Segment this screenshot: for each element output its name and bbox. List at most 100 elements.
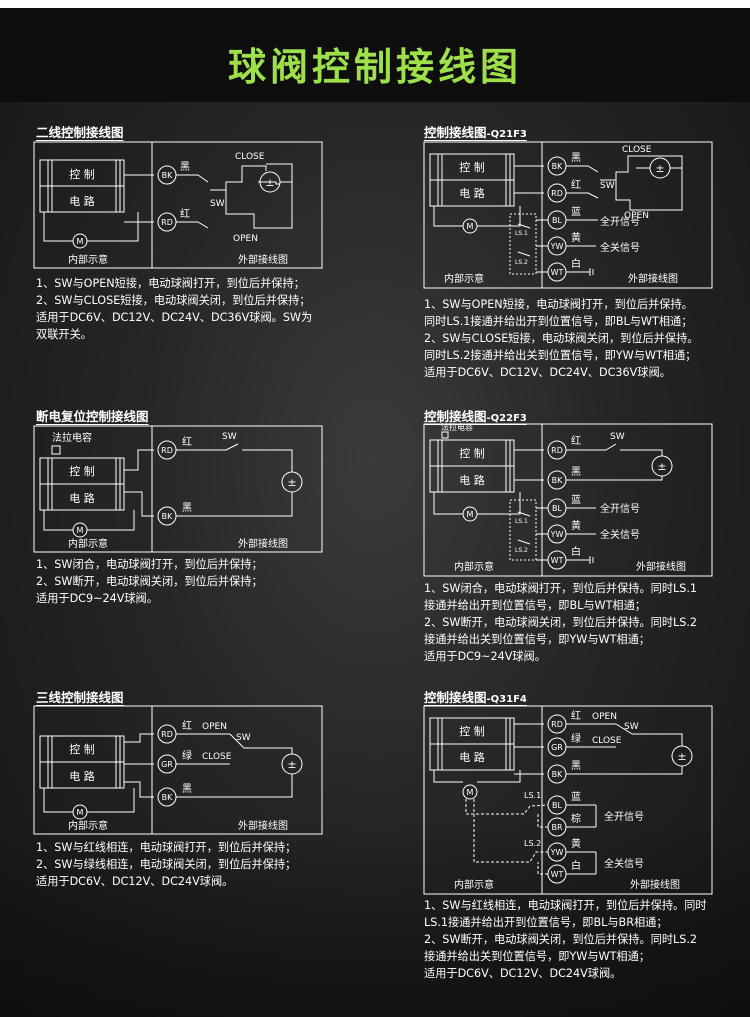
- ls2-label: LS.2: [515, 547, 528, 554]
- internal-label: 内部示意: [454, 878, 494, 891]
- external-label: 外部接线图: [238, 819, 288, 832]
- external-label: 外部接线图: [636, 560, 686, 573]
- open-signal-label: 全开信号: [600, 502, 640, 515]
- diagram-power-off-reset: 法拉电容 M 控 制 电 路 RD BK 红 黑 SW ± 内部示意 外部接线图: [33, 425, 323, 553]
- close-label: CLOSE: [235, 152, 265, 162]
- wire-yellow-label: 黄: [571, 231, 581, 244]
- wire-white-label: 白: [571, 257, 581, 270]
- capacitor-label: 法拉电容: [52, 431, 92, 444]
- open-label: OPEN: [233, 234, 258, 244]
- model-code: -Q22F3: [486, 413, 527, 424]
- terminal-gr: GR: [161, 760, 173, 769]
- wire-yellow-label: 黄: [571, 519, 581, 532]
- diagram-q22f3: 法拉电容 M 控 制 电 路 RD BK BL YW WT 红 黑 蓝 黄 白 …: [423, 422, 713, 577]
- wire-black-label: 黑: [571, 760, 581, 772]
- section-title-three-wire: 三线控制接线图: [36, 690, 124, 705]
- terminal-rd: RD: [551, 189, 563, 198]
- internal-label: 内部示意: [444, 272, 484, 285]
- terminal-rd: RD: [551, 720, 563, 729]
- description-two-wire: 1、SW与OPEN短接，电动球阀打开，到位后并保持； 2、SW与CLOSE短接，…: [36, 277, 313, 341]
- power-label: ±: [287, 476, 296, 489]
- control-label: 控 制: [459, 446, 485, 460]
- close-label: CLOSE: [202, 752, 232, 762]
- wire-red-label: 红: [180, 207, 190, 220]
- wire-black-label: 黑: [571, 466, 581, 478]
- wire-red-label: 红: [571, 178, 581, 191]
- sw-label: SW: [610, 432, 625, 442]
- wire-black-label: 黑: [182, 783, 192, 795]
- terminal-wt: WT: [551, 268, 564, 277]
- wire-blue-label: 蓝: [571, 494, 581, 506]
- title-text: 控制接线图: [424, 409, 487, 424]
- control-label: 控 制: [459, 724, 485, 738]
- sw-label: SW: [236, 733, 251, 743]
- closed-signal-label: 全关信号: [600, 528, 640, 541]
- motor-label: M: [467, 510, 474, 519]
- description-q22f3: 1、SW闭合，电动球阀打开，到位后并保持。同时LS.1 接通并给出开到位置信号，…: [424, 582, 698, 663]
- wire-black-label: 黑: [571, 152, 581, 164]
- closed-signal-label: 全关信号: [604, 857, 644, 870]
- terminal-bk: BK: [552, 770, 563, 779]
- close-label: CLOSE: [592, 736, 622, 746]
- wire-red-label: 红: [182, 719, 192, 732]
- top-border: [0, 0, 750, 8]
- wire-yellow-label: 黄: [571, 837, 581, 850]
- circuit-label: 电 路: [459, 751, 485, 764]
- section-title-q22f3: 控制接线图-Q22F3: [424, 406, 527, 425]
- description-q31f4: 1、SW与红线相连，电动球阀打开，到位后并保持。同时 LS.1接通并给出开到位置…: [424, 899, 707, 980]
- wire-white-label: 白: [571, 859, 581, 872]
- header-banner: 球阀控制接线图: [0, 8, 750, 102]
- wire-green-label: 绿: [182, 749, 192, 762]
- description-three-wire: 1、SW与红线相连，电动球阀打开，到位后并保持； 2、SW与绿线相连，电动球阀关…: [36, 841, 297, 888]
- description-power-off-reset: 1、SW闭合，电动球阀打开，到位后并保持； 2、SW断开，电动球阀关闭，到位后并…: [36, 558, 263, 605]
- wire-black-label: 黑: [180, 161, 190, 173]
- ls1-label: LS.1: [515, 518, 528, 525]
- terminal-bk: BK: [552, 162, 563, 171]
- terminal-yw: YW: [550, 530, 564, 539]
- model-code: -Q31F4: [486, 694, 527, 705]
- wire-black-label: 黑: [182, 502, 192, 514]
- diagram-q21f3: M 控 制 电 路 BK RD BL YW WT 黑 红 蓝 黄 白 CLOSE…: [423, 141, 713, 289]
- title-text: 控制接线图: [424, 125, 487, 140]
- section-title-q21f3: 控制接线图-Q21F3: [424, 122, 527, 141]
- terminal-wt: WT: [551, 870, 564, 879]
- wire-red-label: 红: [571, 709, 581, 722]
- capacitor-label: 法拉电容: [441, 422, 473, 432]
- motor-symbol: [72, 233, 88, 249]
- sw-label: SW: [600, 181, 615, 191]
- terminal-yw: YW: [550, 242, 564, 251]
- terminal-bk: BK: [162, 512, 173, 521]
- section-title-two-wire: 二线控制接线图: [36, 125, 124, 140]
- ls1-label: LS.1: [515, 230, 528, 237]
- terminal-bk: BK: [162, 793, 173, 802]
- power-label: ±: [657, 460, 666, 473]
- circuit-label: 电 路: [69, 195, 95, 208]
- terminal-wt: WT: [551, 556, 564, 565]
- diagram-three-wire: M 控 制 电 路 RD GR BK 红 绿 黑 OPEN SW CLOSE ±…: [33, 705, 323, 835]
- diagram-q31f4: M 控 制 电 路 RD GR BK BL BR YW WT 红 绿 黑 蓝 棕…: [423, 705, 713, 895]
- wire-red-label: 红: [182, 435, 192, 448]
- open-signal-label: 全开信号: [604, 810, 644, 823]
- ls2-label: LS.2: [524, 839, 541, 848]
- power-label: ±: [287, 758, 296, 771]
- wire-blue-label: 蓝: [571, 206, 581, 218]
- close-label: CLOSE: [622, 145, 652, 155]
- sw-label: SW: [222, 432, 237, 442]
- open-label: OPEN: [624, 211, 649, 221]
- terminal-yw: YW: [550, 848, 564, 857]
- circuit-label: 电 路: [459, 474, 485, 487]
- internal-label: 内部示意: [68, 253, 108, 266]
- description-q21f3: 1、SW与OPEN短接，电动球阀打开，到位后并保持。 同时LS.1接通并给出开到…: [424, 298, 699, 379]
- wire-green-label: 绿: [571, 732, 581, 745]
- page-title: 球阀控制接线图: [227, 45, 522, 89]
- terminal-rd: RD: [161, 218, 173, 227]
- terminal-bk: BK: [162, 171, 173, 180]
- open-signal-label: 全开信号: [600, 215, 640, 228]
- closed-signal-label: 全关信号: [600, 241, 640, 254]
- diagram-two-wire: M 控 制 电 路 BK RD 黑 红 CLOSE SW OPEN ± 内部示意…: [33, 141, 323, 269]
- motor-label: M: [77, 526, 84, 535]
- terminal-bl: BL: [552, 504, 562, 513]
- sw-label: SW: [210, 199, 225, 209]
- open-label: OPEN: [202, 722, 227, 732]
- ls1-label: LS.1: [524, 791, 541, 800]
